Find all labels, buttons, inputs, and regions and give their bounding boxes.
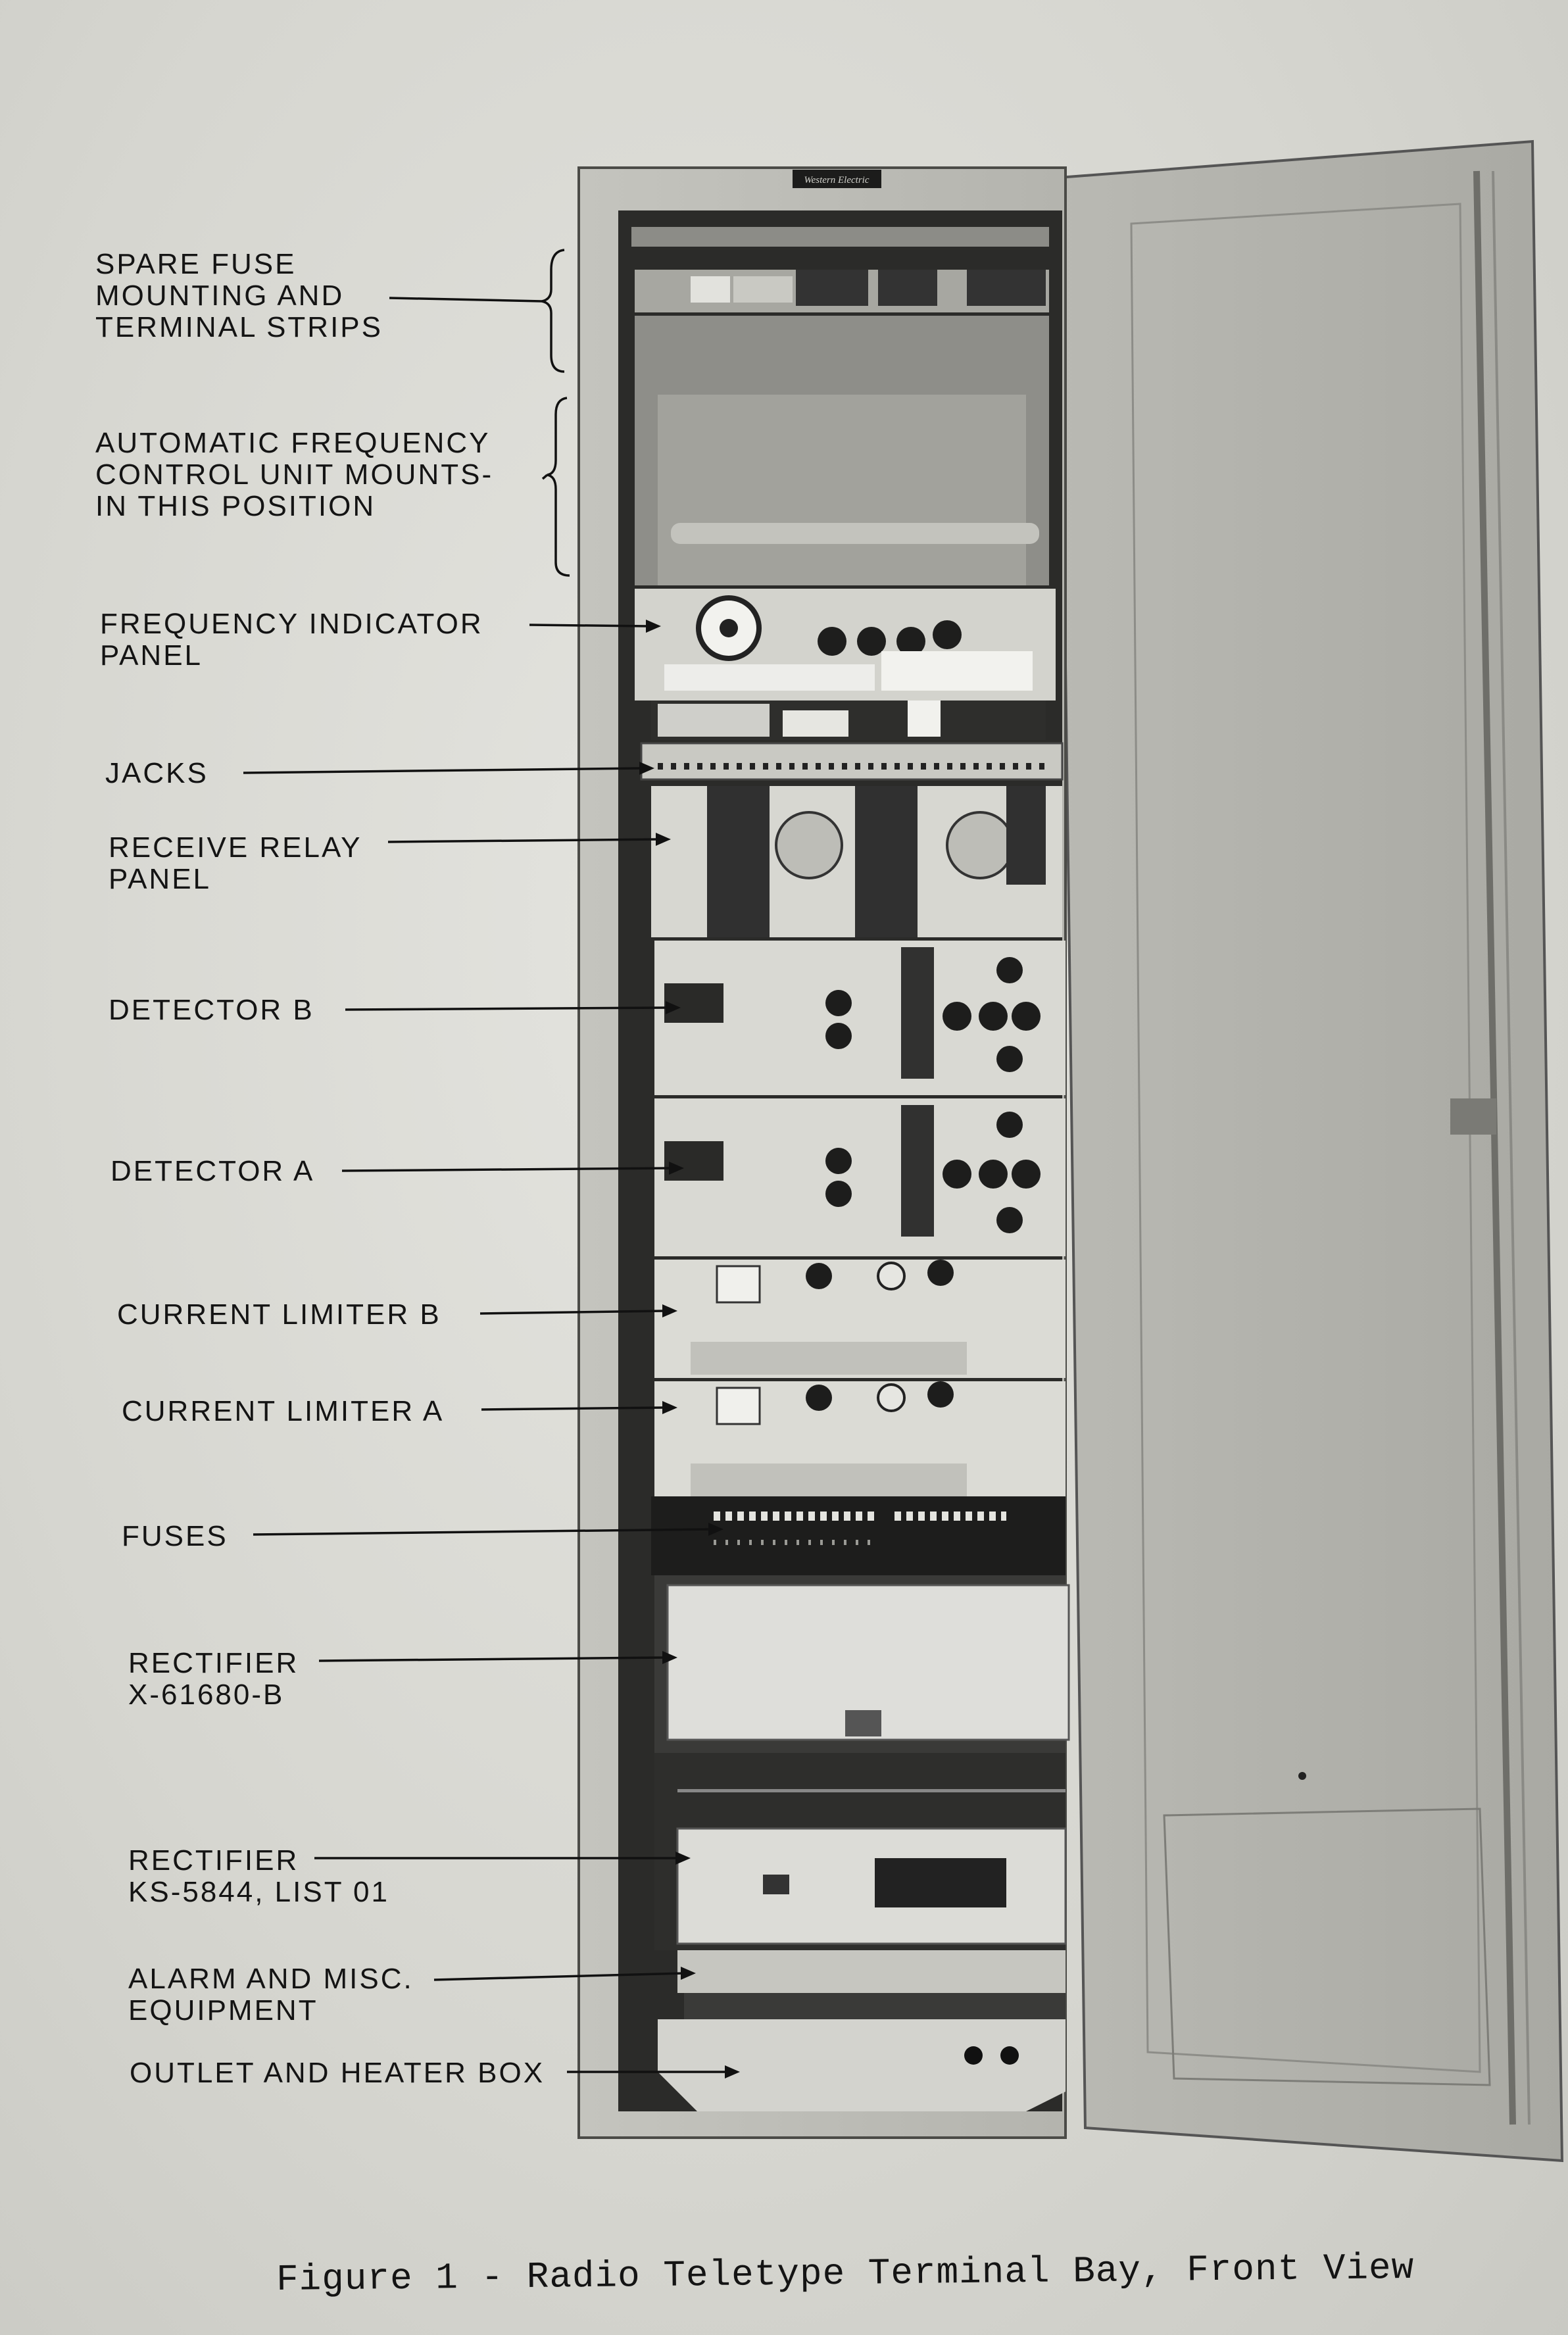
label-line: Frequency Indicator (100, 608, 483, 640)
label-line: Control Unit Mounts- (95, 458, 494, 491)
label-line: Panel (109, 863, 212, 895)
label-line: Current Limiter B (117, 1298, 441, 1331)
cabinet-door (1057, 139, 1564, 2163)
callout-arrowheads (639, 620, 740, 2078)
current-limiter-a-panel (654, 1381, 1066, 1500)
current-limiter-b-panel (654, 1260, 1066, 1378)
detector-b-panel (654, 941, 1066, 1095)
label-line: X-61680-B (128, 1679, 285, 1711)
alarm-misc-equipment (677, 1950, 1066, 2019)
jacks-strip (640, 742, 1064, 781)
label-line: Current Limiter A (122, 1395, 445, 1427)
label-line: Jacks (105, 757, 208, 789)
label-line: Panel (100, 639, 203, 672)
label-line: Detector B (109, 994, 314, 1026)
label-detector-a: Detector A (110, 1156, 314, 1187)
maker-badge (793, 170, 881, 188)
rectifier-x61680b (654, 1575, 1070, 1753)
label-line: Mounting and (95, 280, 345, 312)
label-line: Alarm and Misc. (128, 1963, 414, 1995)
door-latch (1450, 1098, 1496, 1135)
label-alarm-misc: Alarm and Misc. Equipment (128, 1963, 414, 2027)
afc-empty-position (635, 316, 1049, 585)
label-line: Detector A (110, 1155, 315, 1187)
label-line: KS-5844, List 01 (128, 1876, 389, 1908)
label-line: Terminal Strips (95, 311, 383, 343)
label-line: Automatic Frequency (95, 427, 491, 459)
label-current-limiter-b: Current Limiter B (117, 1299, 441, 1331)
label-line: Rectifier (128, 1844, 299, 1877)
label-afc-position: Automatic Frequency Control Unit Mounts-… (95, 428, 493, 522)
frequency-indicator-panel (635, 589, 1056, 700)
rectifier-ks5844 (654, 1753, 1067, 1950)
label-line: Fuses (122, 1520, 228, 1552)
label-jacks: Jacks (105, 758, 208, 789)
label-receive-relay: Receive Relay Panel (109, 832, 362, 895)
fuse-panel (651, 1496, 1066, 1575)
label-current-limiter-a: Current Limiter A (122, 1396, 444, 1427)
label-detector-b: Detector B (109, 995, 314, 1026)
label-fuses: Fuses (122, 1521, 228, 1552)
label-line: In This Position (95, 490, 376, 522)
label-spare-fuse: Spare Fuse Mounting and Terminal Strips (95, 249, 383, 343)
label-line: Equipment (128, 1994, 318, 2027)
label-rectifier-x61680b: Rectifier X-61680-B (128, 1648, 299, 1711)
label-line: Rectifier (128, 1647, 299, 1679)
label-line: Spare Fuse (95, 248, 297, 280)
outlet-heater-box (658, 2019, 1066, 2111)
maker-badge-text: Western Electric (804, 175, 869, 185)
label-outlet-heater-box: Outlet and Heater Box (130, 2057, 545, 2089)
label-rectifier-ks5844: Rectifier KS-5844, List 01 (128, 1845, 389, 1908)
label-line: Receive Relay (109, 831, 362, 864)
detector-a-panel (654, 1098, 1066, 1256)
label-line: Outlet and Heater Box (130, 2057, 545, 2089)
label-frequency-indicator: Frequency Indicator Panel (100, 608, 483, 672)
receive-relay-panel (651, 786, 1062, 937)
callout-lines (243, 249, 727, 2073)
